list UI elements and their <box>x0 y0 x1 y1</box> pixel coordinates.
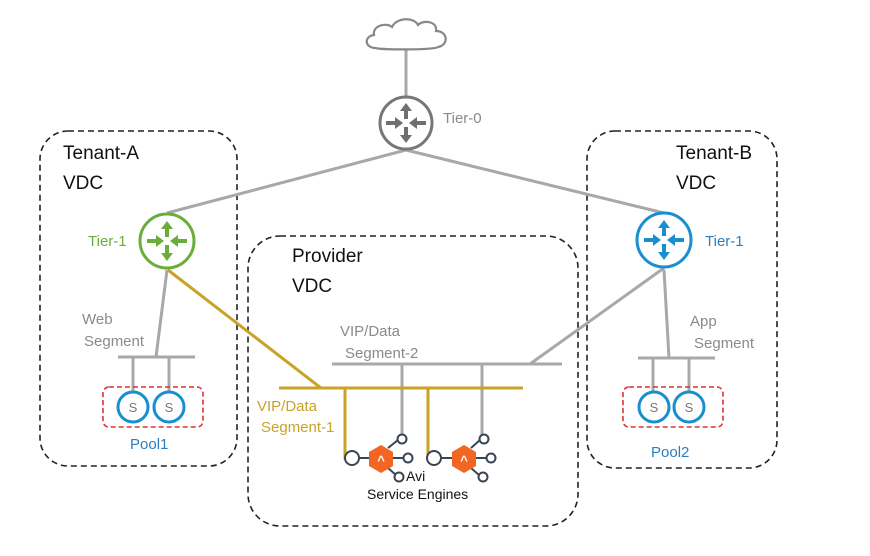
tier0-label: Tier-0 <box>443 110 482 127</box>
provider-boundary <box>247 235 579 527</box>
se2-seg1-link <box>426 388 430 460</box>
tier1a-to-web-segment-link <box>154 269 169 358</box>
avi-label-line1: Avi <box>406 468 425 484</box>
tenant-b-boundary <box>586 130 778 469</box>
se2-vnic-right <box>485 452 497 464</box>
se2-vnic-left <box>426 450 442 466</box>
se1-vnic-bottom <box>393 471 405 483</box>
svg-text:S: S <box>685 400 694 415</box>
avi-label-line2: Service Engines <box>367 486 468 502</box>
se1-vnic-left <box>344 450 360 466</box>
pool1-box <box>102 386 204 428</box>
tier1b-to-app-segment-link <box>662 269 671 359</box>
tenant-b-title-line2: VDC <box>676 173 716 194</box>
tier1b-to-vip-seg2-link <box>529 266 665 366</box>
avi-service-engine-1[interactable]: ^ <box>344 433 414 483</box>
tier1-a-label: Tier-1 <box>88 233 127 250</box>
tier0-to-tenant-a-link <box>166 148 407 215</box>
cloud-icon <box>365 18 447 51</box>
avi-service-engine-2[interactable]: ^ <box>426 433 497 483</box>
tier1-a-router[interactable] <box>138 212 196 270</box>
web-segment-label-line2: Segment <box>84 333 145 350</box>
svg-text:^: ^ <box>377 453 385 468</box>
tenant-b-title-line1: Tenant-B <box>676 143 752 164</box>
tenant-a-title-line1: Tenant-A <box>63 143 139 164</box>
se1-vnic-right <box>402 452 414 464</box>
pool2-server-1[interactable]: S <box>637 390 671 424</box>
vip-seg1-label-line1: VIP/Data <box>257 398 318 415</box>
web-segment-label-line1: Web <box>82 311 113 328</box>
se2-vnic-bottom <box>477 471 489 483</box>
pool1-server-1[interactable]: S <box>116 390 150 424</box>
avi-logo-icon <box>369 445 393 473</box>
avi-logo-icon <box>452 445 476 473</box>
pool1-server-2[interactable]: S <box>152 390 186 424</box>
tenant-a-title-line2: VDC <box>63 173 103 194</box>
pool2-box <box>622 386 724 428</box>
svg-text:^: ^ <box>460 453 468 468</box>
svg-text:S: S <box>650 400 659 415</box>
se2-vnic-top <box>478 433 490 445</box>
tier0-to-tenant-b-link <box>405 148 665 215</box>
vip-seg1-label-line2: Segment-1 <box>261 419 334 436</box>
pool1-label: Pool1 <box>130 436 168 453</box>
tenant-a-boundary <box>39 130 238 467</box>
se1-seg1-link <box>343 388 348 460</box>
tier1-b-label: Tier-1 <box>705 233 744 250</box>
tier1-b-router[interactable] <box>635 211 693 269</box>
pool2-server-2[interactable]: S <box>672 390 706 424</box>
se1-vnic-top <box>396 433 408 445</box>
pool2-label: Pool2 <box>651 444 689 461</box>
vip-seg2-label-line1: VIP/Data <box>340 323 401 340</box>
app-segment-label-line1: App <box>690 313 717 330</box>
app-segment-label-line2: Segment <box>694 335 755 352</box>
tier0-router[interactable] <box>378 95 434 151</box>
svg-text:S: S <box>129 400 138 415</box>
vip-seg2-label-line2: Segment-2 <box>345 345 418 362</box>
tier1a-to-vip-seg1-link <box>167 268 322 390</box>
provider-title-line1: Provider <box>292 246 363 267</box>
gray-links <box>118 50 715 440</box>
svg-text:S: S <box>165 400 174 415</box>
provider-title-line2: VDC <box>292 276 332 297</box>
